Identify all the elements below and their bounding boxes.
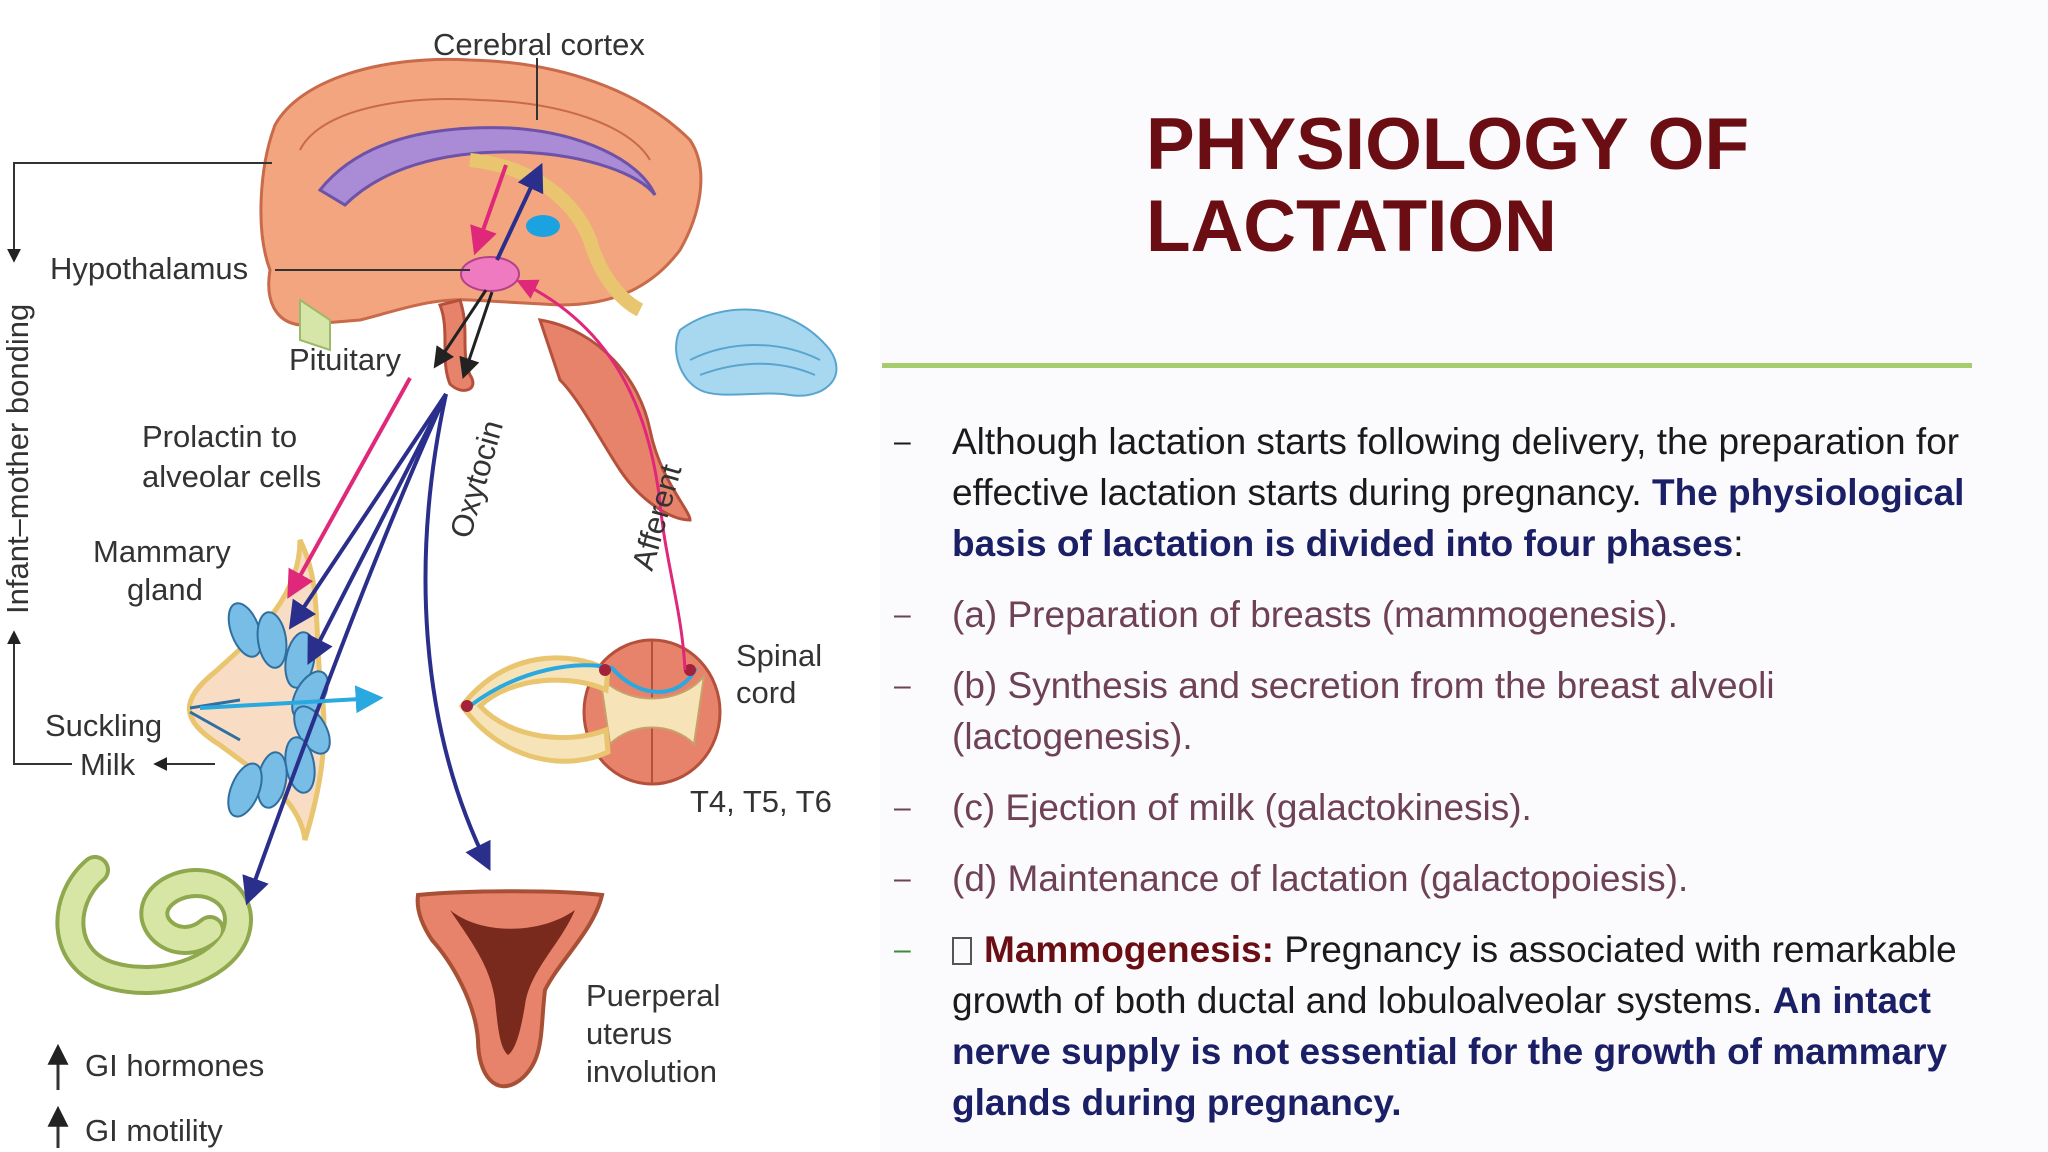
afferent-pathway [516,279,687,671]
slide-title: PHYSIOLOGY OF LACTATION [1146,104,1966,268]
spinal-cord-label-line1: Spinal [736,638,822,673]
oxytocin-label: Oxytocin [443,416,510,542]
suckling-afferent-arrow [199,685,384,714]
spinal-cord-label-line2: cord [736,675,796,710]
bullet-list: – Although lactation starts following de… [892,416,2022,1148]
bonding-loop-return [6,630,72,765]
milk-label: Milk [80,747,136,782]
bullet-dash: – [894,425,911,458]
bullet-highlight: The physiological basis of lactation is … [952,472,1965,564]
mammary-gland-label-line2: gland [127,572,203,607]
cortex-ascending-arrow [495,162,544,261]
bullet-dash: – [894,862,911,895]
bullet-phase-d: – (d) Maintenance of lactation (galactop… [892,853,2022,904]
cortex-descending-arrow [470,164,508,256]
puerperal-label-line3: involution [586,1054,717,1089]
hypothalamus-to-pituitary-arrow-2 [459,291,494,379]
bullet-phase-b: – (b) Synthesis and secretion from the b… [892,660,2022,762]
mammary-gland-illustration [186,538,331,841]
text-panel [880,0,2048,1152]
bullet-phase-a: – (a) Preparation of breasts (mammogenes… [892,589,2022,640]
bullet-dash: – [894,598,911,631]
bullet-mammogenesis: – Mammogenesis: Pregnancy is associated … [892,924,2022,1128]
prolactin-label-line2: alveolar cells [142,459,321,494]
title-line-1: PHYSIOLOGY OF [1146,104,1750,185]
bullet-text: (b) Synthesis and secretion from the bre… [952,665,1775,757]
bullet-text: (c) Ejection of milk (galactokinesis). [952,787,1532,828]
brain-illustration [259,57,838,522]
pituitary-label: Pituitary [289,342,401,377]
spinal-segments-label: T4, T5, T6 [690,784,832,819]
bonding-loop-line [7,162,272,263]
bullet-text: (d) Maintenance of lactation (galactopoi… [952,858,1689,899]
title-divider [882,363,1972,368]
bullet-dash: – [894,791,911,824]
puerperal-label-line1: Puerperal [586,978,720,1013]
spinal-cord-illustration [458,638,722,786]
mammary-gland-label-line1: Mammary [93,534,231,569]
hypothalamus-label: Hypothalamus [50,251,248,286]
bullet-highlight: An intact nerve supply is not essential … [952,980,1948,1123]
oxytocin-arrows [242,392,491,906]
intestine-illustration [55,855,253,996]
bullet-term: Mammogenesis: [984,929,1274,970]
checkbox-glyph-icon [952,937,972,965]
hypothalamus-to-pituitary-arrow-1 [433,289,488,369]
gi-motility-label: GI motility [85,1113,223,1148]
gi-hormones-label: GI hormones [85,1048,264,1083]
bullet-text: (a) Preparation of breasts (mammogenesis… [952,594,1678,635]
suckling-label: Suckling [45,708,162,743]
prolactin-arrow [287,377,412,599]
bullet-text: Although lactation starts following deli… [952,421,1960,513]
bullet-text: Pregnancy is associated with remarkable … [952,929,1957,1021]
cerebral-cortex-label: Cerebral cortex [433,27,645,62]
bullet-dash: – [894,933,911,966]
infant-mother-bonding-label: Infant–mother bonding [0,304,35,614]
bullet-phase-c: – (c) Ejection of milk (galactokinesis). [892,782,2022,833]
uterus-illustration [415,889,605,1089]
bullet-intro: – Although lactation starts following de… [892,416,2022,569]
puerperal-label-line2: uterus [586,1016,672,1051]
prolactin-label-line1: Prolactin to [142,419,297,454]
lactation-reflex-diagram: Cerebral cortex Hypothalamus Pituitary P… [0,27,838,1148]
bullet-tail: : [1733,523,1744,564]
title-line-2: LACTATION [1146,186,1557,267]
bullet-dash: – [894,669,911,702]
